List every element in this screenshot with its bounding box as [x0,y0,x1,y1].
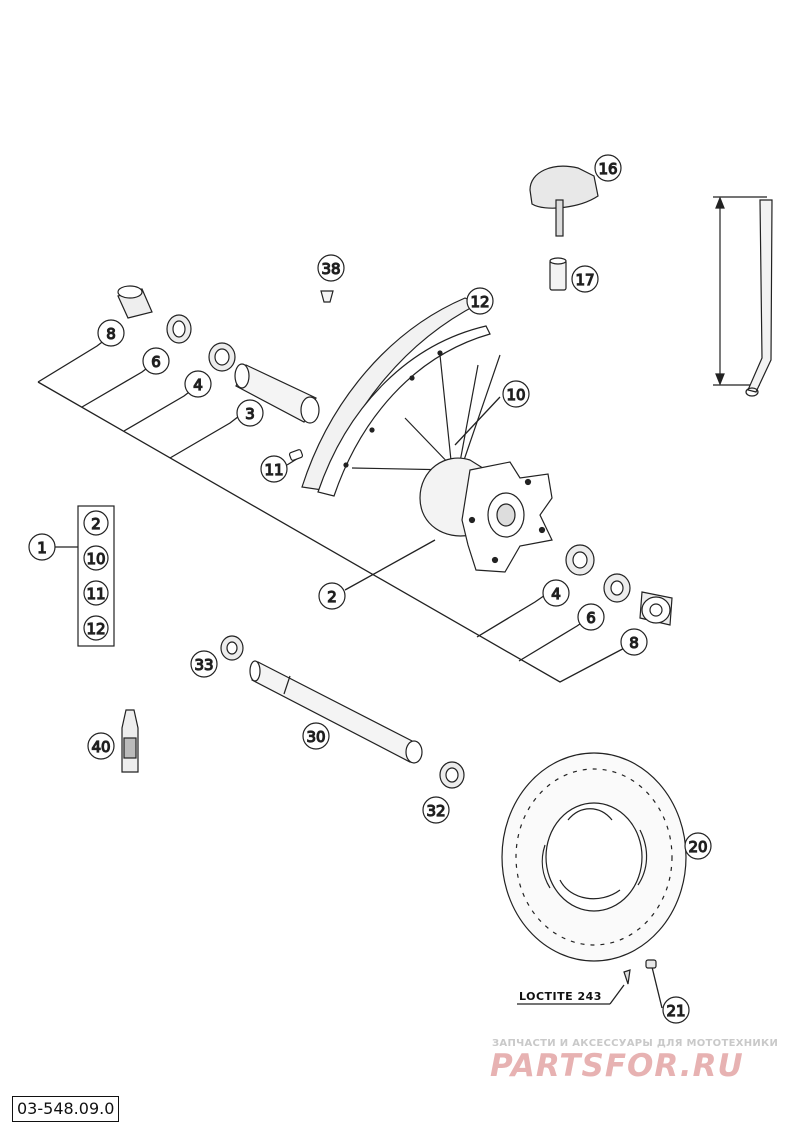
callout-6-left: 6 [142,347,170,375]
loctite-label: LOCTITE 243 [519,990,602,1003]
set-member-12: 12 [83,615,109,641]
spacer-right-drawing [639,591,673,626]
callout-11: 11 [260,455,288,483]
svg-text:1: 1 [37,539,47,557]
svg-text:4: 4 [551,585,561,603]
spacer-32-drawing [439,761,465,789]
watermark-brand: PARTSFOR.RU [490,1048,744,1084]
svg-text:6: 6 [586,609,596,627]
callout-30: 30 [302,722,330,750]
svg-text:4: 4 [193,376,203,394]
svg-text:2: 2 [327,588,337,606]
set-member-10: 10 [83,545,109,571]
svg-text:20: 20 [688,838,707,856]
svg-text:10: 10 [506,386,525,404]
spacer-left-drawing [117,285,153,319]
svg-text:38: 38 [321,260,340,278]
callouts: 2 3 4 6 8 10 11 12 16 17 38 4 6 8 20 21 … [87,154,712,1024]
callout-4-right: 4 [542,579,570,607]
svg-text:21: 21 [666,1002,685,1020]
callout-20: 20 [684,832,712,860]
callout-2: 2 [318,582,346,610]
callout-33: 33 [190,650,218,678]
svg-text:16: 16 [598,160,617,178]
loctite-bottle-drawing [121,709,139,773]
seal-right-drawing [603,573,631,603]
set-member-11: 11 [83,580,109,606]
spacer-33-drawing [220,635,244,661]
nipple-drawing [320,290,334,303]
set-group-box [77,505,115,647]
tube-valve-drawing [529,165,599,237]
brake-disc-drawing [501,752,687,962]
svg-text:6: 6 [151,353,161,371]
svg-text:32: 32 [426,802,445,820]
callout-12: 12 [466,287,494,315]
callout-6-right: 6 [577,603,605,631]
callout-21: 21 [662,996,690,1024]
svg-text:2: 2 [91,515,101,533]
callout-32: 32 [422,796,450,824]
hub-drawing [419,457,553,573]
svg-text:8: 8 [106,325,116,343]
callout-16: 16 [594,154,622,182]
svg-text:12: 12 [86,620,105,638]
svg-text:11: 11 [86,585,105,603]
svg-text:33: 33 [194,656,213,674]
bearing-left-drawing [208,342,236,372]
spoke-dimension-drawing [713,196,773,397]
valve-drawing [288,449,304,461]
callout-8-right: 8 [620,628,648,656]
set-member-2: 2 [83,510,109,536]
svg-text:3: 3 [245,405,255,423]
callout-1: 1 [28,533,56,561]
axle-drawing [249,660,423,764]
svg-text:30: 30 [306,728,325,746]
callout-8-left: 8 [97,319,125,347]
parts-artwork [117,165,773,985]
watermark-subtitle: ЗАПЧАСТИ И АКСЕССУАРЫ ДЛЯ МОТОТЕХНИКИ [492,1038,778,1049]
tube-drawing [234,363,320,424]
svg-text:12: 12 [470,293,489,311]
seal-left-drawing [166,314,192,344]
valve-cap-drawing [549,257,567,291]
callout-4-left: 4 [184,370,212,398]
callout-17: 17 [571,265,599,293]
svg-text:11: 11 [264,461,283,479]
callout-38: 38 [317,254,345,282]
svg-text:8: 8 [629,634,639,652]
bearing-right-drawing [565,544,595,576]
svg-text:10: 10 [86,550,105,568]
set-group: 1 2 10 11 12 [28,505,115,647]
svg-text:40: 40 [91,738,110,756]
callout-3: 3 [236,399,264,427]
callout-10: 10 [502,380,530,408]
screw-drawing [623,959,657,985]
document-code: 03-548.09.0 [12,1096,120,1122]
svg-text:17: 17 [575,271,594,289]
callout-40: 40 [87,732,115,760]
